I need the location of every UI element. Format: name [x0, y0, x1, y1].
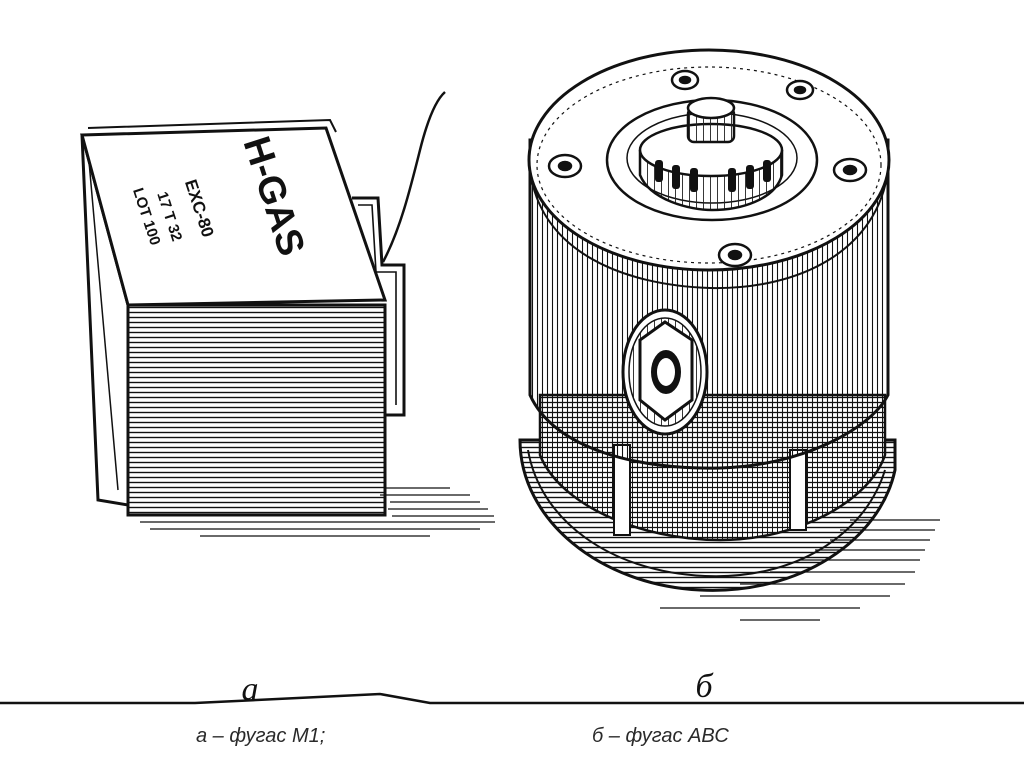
abc-bolts — [547, 69, 868, 268]
caption-device-b: б – фугас АВС — [592, 725, 729, 747]
ground-shadow-a — [140, 487, 495, 537]
m1-front-face — [126, 303, 387, 517]
figure-illustration: H-GAS EXC-80 17 T 32 LOT 100 — [0, 48, 1024, 705]
figure-label-a: a — [242, 671, 259, 705]
figure-label-b: б — [695, 668, 714, 705]
device-m1-drawing: H-GAS EXC-80 17 T 32 LOT 100 — [80, 91, 495, 537]
divider-line — [0, 692, 1024, 705]
m1-top-face — [80, 126, 388, 307]
device-abc-drawing — [518, 48, 940, 621]
caption-device-a: а – фугас М1; — [196, 725, 326, 747]
m1-wire — [381, 91, 446, 263]
